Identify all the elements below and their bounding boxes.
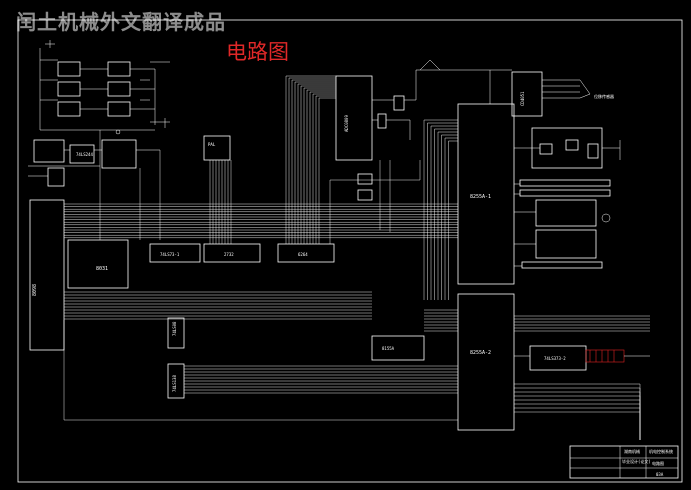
- chip-ppi-mid: 8155A: [371, 335, 425, 361]
- title-subtitle: 毕业设计(论文): [622, 458, 651, 464]
- sensor-chip: CD4051 位移传感器: [470, 69, 614, 117]
- title-school: 湖南机械: [624, 448, 640, 454]
- chip-ram-label: 6264: [298, 252, 308, 257]
- header-watermark: 闰土机械外文翻译成品: [16, 10, 226, 34]
- led-display: [585, 349, 625, 363]
- page-title: 电路图: [226, 40, 289, 64]
- svg-text:CD4051: CD4051: [520, 91, 525, 106]
- power-relay-block: [39, 40, 170, 135]
- data-bus: [63, 75, 650, 440]
- chip-eprom: 2732: [203, 243, 261, 263]
- driver-label: 74LS244: [76, 152, 93, 157]
- chip-ppi-mid-label: 8155A: [382, 346, 395, 351]
- chip-adc: ADC0809: [335, 75, 373, 161]
- chip-pal: PAL: [203, 135, 231, 161]
- chip-pal-label: PAL: [208, 142, 216, 147]
- title-number: 03A: [656, 472, 664, 477]
- gate-block: [357, 59, 470, 201]
- chip-latch1-label: 74LS73-1: [160, 252, 180, 257]
- chip-8098-label: 8098: [32, 284, 38, 296]
- sensor-label: 位移传感器: [594, 93, 614, 99]
- chip-ppi1-label: 8255A-1: [470, 194, 491, 200]
- chip-decoder: 74LS08 74LS138: [167, 317, 185, 399]
- title-drawing: 电路图: [652, 460, 664, 466]
- chip-adc-label: ADC0809: [344, 115, 349, 132]
- chip-ppi1: 8255A-1: [457, 103, 515, 285]
- chip-ppi2-label: 8255A-2: [470, 350, 491, 356]
- drawing-border: [17, 19, 683, 483]
- chip-latch2: 74LS373-2: [514, 345, 650, 371]
- chip-gate-label: 74LS08: [172, 321, 177, 336]
- output-stage-1: [514, 127, 621, 169]
- chip-eprom-label: 2732: [224, 252, 234, 257]
- driver-block: 74LS244: [28, 139, 160, 187]
- chip-ppi2: 8255A-2: [457, 293, 515, 431]
- title-block: 湖南机械 毕业设计(论文) 机电控制系统 电路图 03A: [569, 445, 679, 479]
- chip-decoder-label: 74LS138: [172, 375, 177, 392]
- chip-latch2-label: 74LS373-2: [544, 356, 566, 361]
- chip-8098: 8098: [29, 199, 65, 351]
- title-design: 机电控制系统: [649, 448, 673, 454]
- chip-latch1: 74LS73-1: [149, 243, 201, 263]
- chip-ram: 6264: [277, 243, 335, 263]
- output-stage-2: [514, 179, 611, 269]
- chip-8031-label: 8031: [96, 266, 108, 272]
- chip-8031: 8031: [67, 239, 129, 289]
